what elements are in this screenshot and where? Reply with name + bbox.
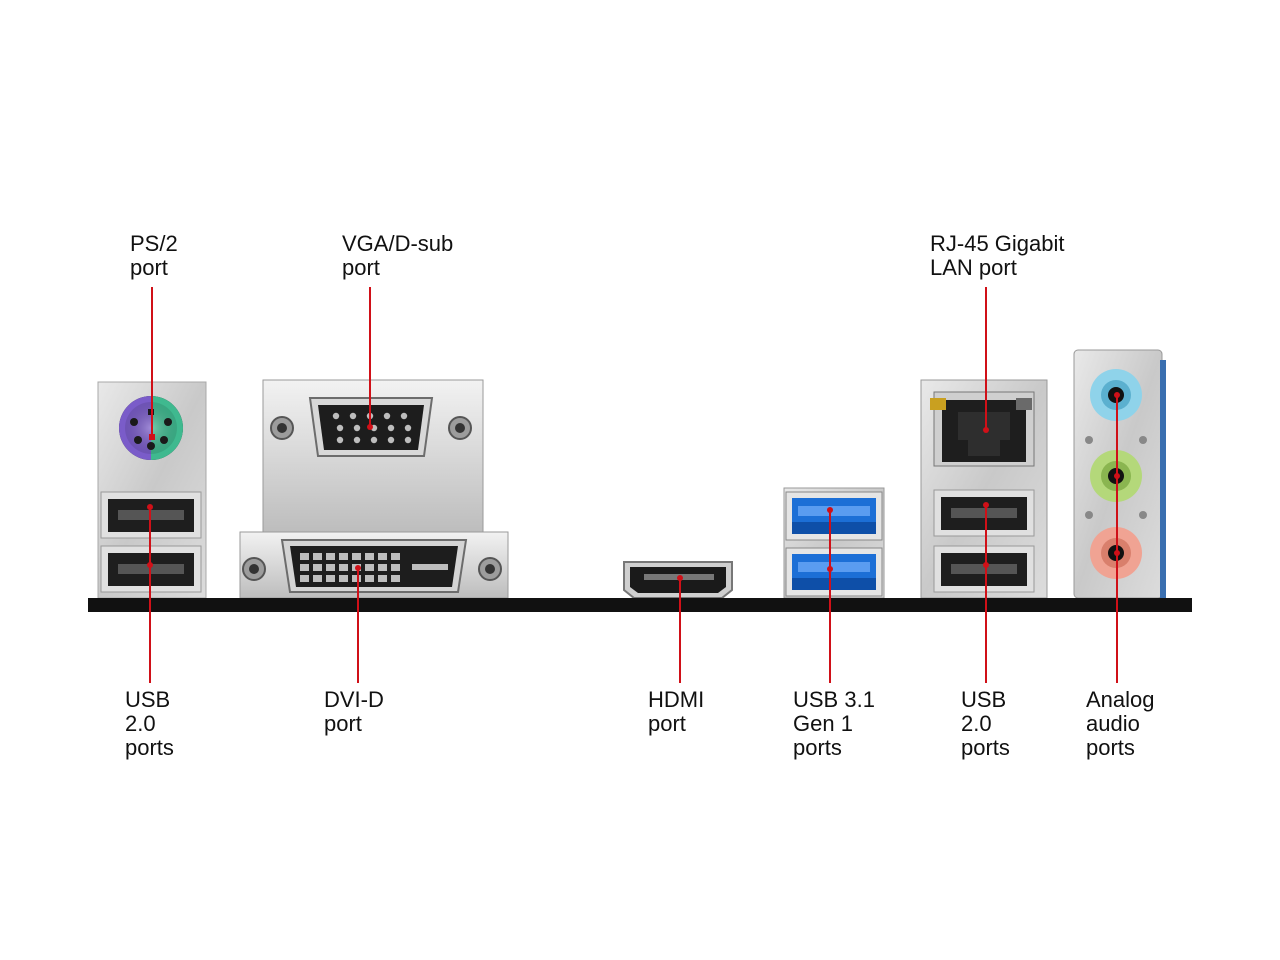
usb31-top	[785, 491, 883, 541]
callout-dot-dvi	[355, 565, 361, 571]
label-ps2-port: PS/2 port	[130, 231, 178, 280]
label-usb31-ports: USB 3.1 Gen 1 ports	[793, 687, 875, 760]
callout-dot-rj45	[983, 427, 989, 433]
usb31-bottom	[785, 547, 883, 597]
callout-dot-usb2-left-top	[147, 504, 153, 510]
rj45-port	[930, 391, 1035, 467]
label-usb2-left-ports: USB 2.0 ports	[125, 687, 174, 760]
usb2-right-bottom	[933, 545, 1035, 593]
label-hdmi-port: HDMI port	[648, 687, 705, 736]
callout-lines	[149, 287, 1118, 683]
audio-line-in-jack	[1090, 369, 1142, 421]
io-shield-bar	[88, 598, 1192, 612]
usb2-right-top	[933, 489, 1035, 537]
label-rj45-port: RJ-45 Gigabit LAN port	[930, 231, 1065, 280]
audio-stack	[1073, 349, 1166, 599]
callout-dot-audio-3	[1114, 550, 1120, 556]
label-dvi-port: DVI-D port	[324, 687, 384, 736]
vga-dvi-bracket	[239, 379, 509, 599]
callout-dot-usb31-top	[827, 507, 833, 513]
callout-dot-usb2-right-bottom	[983, 562, 989, 568]
callout-dot-usb2-left-bottom	[147, 562, 153, 568]
label-audio-ports: Analog audio ports	[1086, 687, 1155, 760]
callout-dot-audio-2	[1114, 473, 1120, 479]
dvi-port	[242, 539, 502, 593]
callout-dot-usb31-bottom	[827, 566, 833, 572]
label-vga-port: VGA/D-sub port	[342, 231, 454, 280]
label-usb2-right-ports: USB 2.0 ports	[961, 687, 1010, 760]
callout-dot-hdmi	[677, 575, 683, 581]
callout-dot-usb2-right-top	[983, 502, 989, 508]
callout-dot-ps2	[149, 434, 155, 440]
usb31-stack	[783, 487, 885, 599]
callout-dot-vga	[367, 424, 373, 430]
callout-dot-audio-1	[1114, 392, 1120, 398]
